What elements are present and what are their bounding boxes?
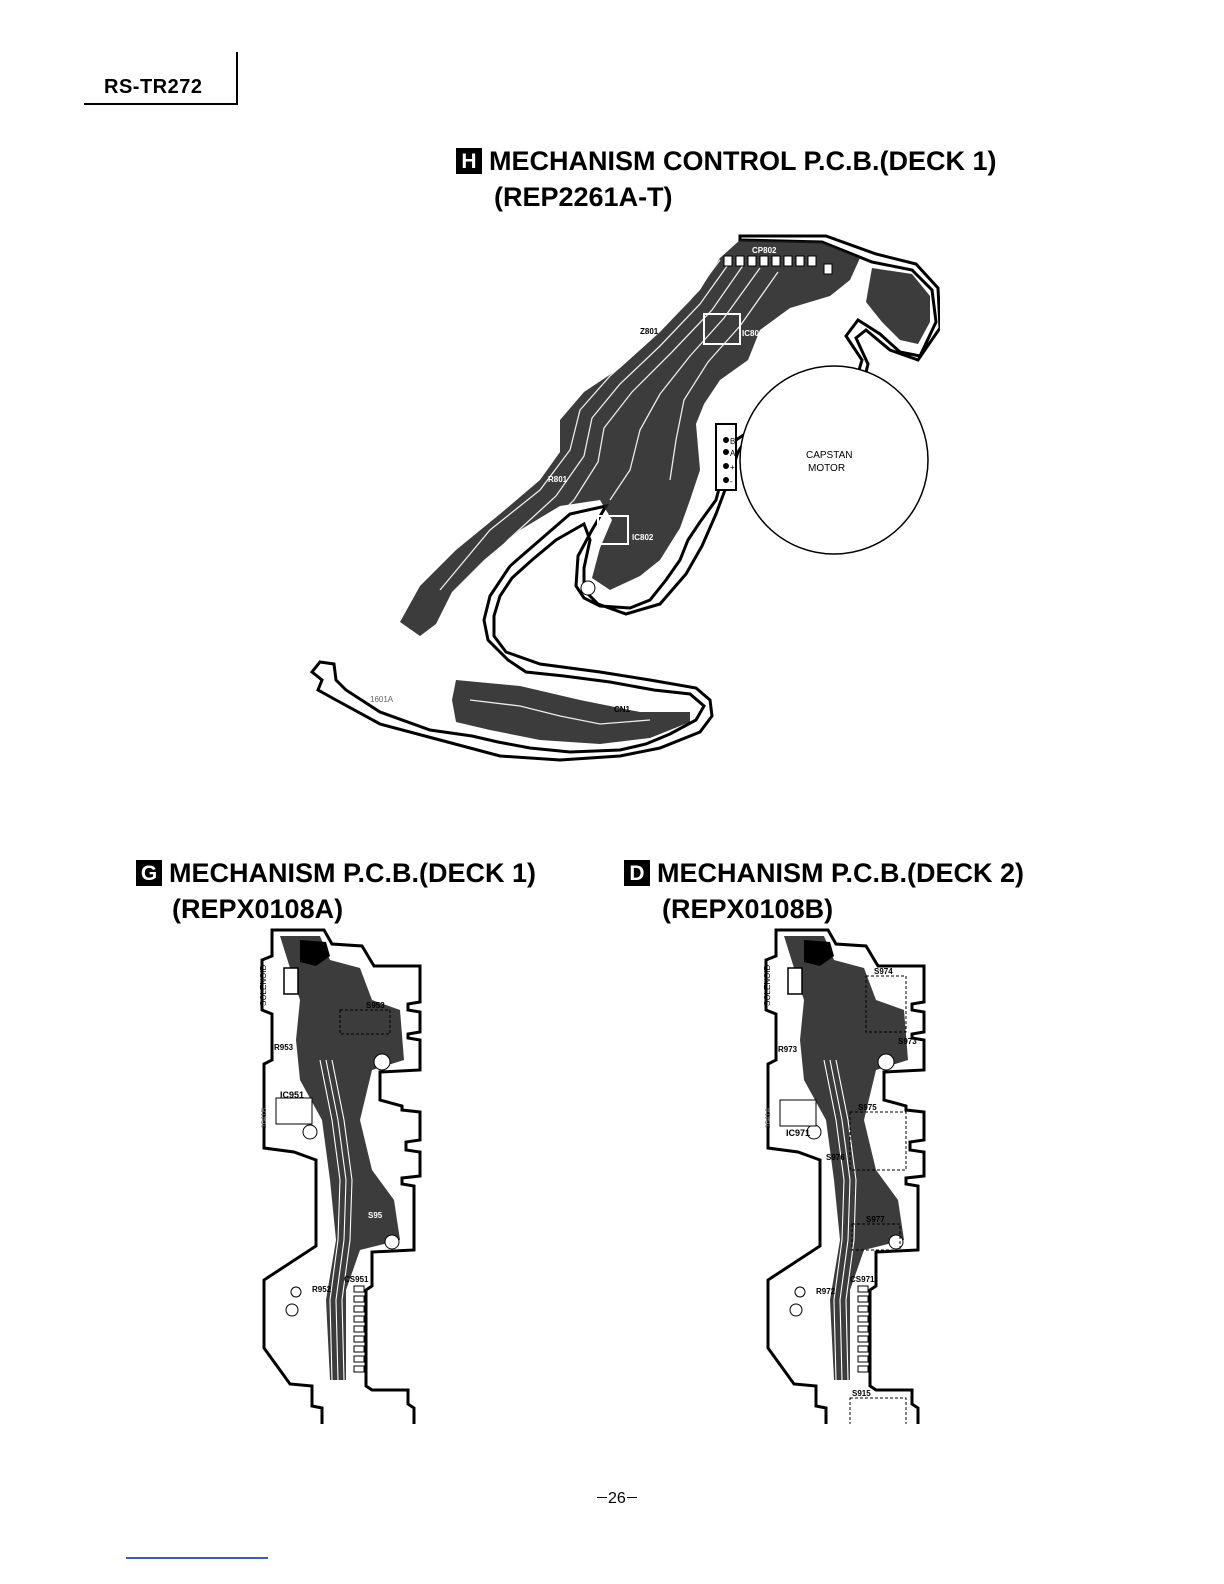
header-rule-vertical xyxy=(236,52,238,104)
label-solenoid-d: SOLENOID xyxy=(763,964,772,1006)
section-d-part-number: (REPX0108B) xyxy=(662,894,834,924)
pcb-g-holes xyxy=(285,1053,400,1317)
label-ic802: IC802 xyxy=(632,533,654,542)
label-vr801: VR801 xyxy=(838,305,863,314)
label-s973: S973 xyxy=(898,1037,917,1046)
mechanism-pcb-deck2-diagram: SOLENOID S974 S973 R973 S975 IC971 S976 … xyxy=(763,928,926,1424)
capstan-motor-outline xyxy=(739,365,929,555)
page-number-text: 26 xyxy=(608,1490,626,1507)
pcb-d-copper-main xyxy=(784,936,908,1380)
label-s95x: S95 xyxy=(368,1211,383,1220)
mechanism-pcb-deck1-diagram: SOLENOID S953 R953 IC951 S95 CS951 R952 … xyxy=(259,928,422,1424)
section-d-badge: D xyxy=(624,860,650,886)
label-s91x: S915 xyxy=(852,1389,871,1398)
label-r973: R973 xyxy=(778,1045,798,1054)
mechanism-control-pcb-diagram: CP802 VR801 Z801 IC801 R801 IC802 CN1 16… xyxy=(309,234,940,762)
label-ic801: IC801 xyxy=(742,329,764,338)
label-r952: R952 xyxy=(312,1285,332,1294)
pcb-g-pad-column xyxy=(353,1285,365,1373)
model-number: RS-TR272 xyxy=(104,76,203,98)
section-h-title: H MECHANISM CONTROL P.C.B.(DECK 1) xyxy=(456,144,997,178)
pcb-h-right-lobe xyxy=(866,268,930,344)
label-r972: R972 xyxy=(816,1287,836,1296)
section-g-title-text: MECHANISM P.C.B.(DECK 1) xyxy=(169,858,537,888)
motor-connector xyxy=(715,423,737,491)
page-number: 26 xyxy=(596,1490,638,1508)
label-pin-a: A xyxy=(730,449,736,458)
label-cp802: CP802 xyxy=(752,246,777,255)
label-z801: Z801 xyxy=(640,327,659,336)
pcb-g-copper-top xyxy=(300,940,330,966)
label-board-id-d: 1641A xyxy=(765,1107,772,1128)
solenoid-box-d xyxy=(787,967,803,995)
bottom-link-line xyxy=(126,1557,268,1559)
section-d-title: D MECHANISM P.C.B.(DECK 2) xyxy=(624,856,1024,890)
label-pin-plus: + xyxy=(730,463,735,472)
pcb-h-traces xyxy=(439,259,779,725)
header-rule-horizontal xyxy=(84,103,238,105)
label-cs951: CS951 xyxy=(344,1275,369,1284)
label-pin-b: B xyxy=(730,437,735,446)
pcb-d-traces xyxy=(823,1059,857,1381)
label-cs971: CS971 xyxy=(850,1275,875,1284)
pcb-g-copper-main xyxy=(280,936,404,1380)
section-d-title-text: MECHANISM P.C.B.(DECK 2) xyxy=(657,858,1025,888)
ic951-box xyxy=(275,1097,313,1125)
mount-hole xyxy=(580,580,596,596)
section-h-part-number: (REP2261A-T) xyxy=(494,182,673,212)
solenoid-box-g xyxy=(283,967,299,995)
motor-label-line2: MOTOR xyxy=(808,463,845,474)
pcb-d-pad-column xyxy=(857,1285,869,1373)
pcb-d-copper-top xyxy=(804,940,834,966)
label-r953: R953 xyxy=(274,1043,294,1052)
label-board-id-h: 1601A xyxy=(370,695,394,704)
s974-switch-box xyxy=(865,975,907,1033)
label-solenoid-g: SOLENOID xyxy=(259,964,268,1006)
label-cn1: CN1 xyxy=(614,705,631,714)
s915-switch-box xyxy=(849,1397,907,1424)
pcb-h-bottom-strip xyxy=(452,680,690,744)
label-s976: S976 xyxy=(826,1153,845,1162)
ic801-outline xyxy=(703,313,741,345)
s975-switch-box xyxy=(849,1111,907,1171)
label-s953: S953 xyxy=(366,1001,385,1010)
label-board-id-g: 1641B xyxy=(261,1107,268,1128)
section-g-badge: G xyxy=(136,860,162,886)
pcb-h-main-body xyxy=(400,240,860,636)
pcb-g-traces xyxy=(319,1059,353,1381)
section-h-title-text: MECHANISM CONTROL P.C.B.(DECK 1) xyxy=(489,146,997,176)
section-g-title: G MECHANISM P.C.B.(DECK 1) xyxy=(136,856,536,890)
pcb-h-top-connector xyxy=(723,255,833,275)
label-s975: S975 xyxy=(858,1103,877,1112)
label-s974: S974 xyxy=(874,967,893,976)
label-ic971: IC971 xyxy=(786,1128,810,1138)
label-ic951: IC951 xyxy=(280,1090,304,1100)
label-pin-minus: - xyxy=(730,477,733,486)
pcb-d-outline xyxy=(764,928,926,1424)
s953-switch-box xyxy=(339,1009,391,1035)
pcb-g-outline xyxy=(260,928,422,1424)
section-h-badge: H xyxy=(456,148,482,174)
label-s977: S977 xyxy=(866,1215,885,1224)
ic802-outline xyxy=(597,515,629,545)
section-g-part-number: (REPX0108A) xyxy=(172,894,344,924)
label-r801: R801 xyxy=(548,475,568,484)
motor-label-line1: CAPSTAN xyxy=(806,450,853,461)
s977-switch-box xyxy=(851,1223,901,1251)
motor-connector-pins xyxy=(723,437,729,483)
ic971-box xyxy=(779,1099,817,1127)
